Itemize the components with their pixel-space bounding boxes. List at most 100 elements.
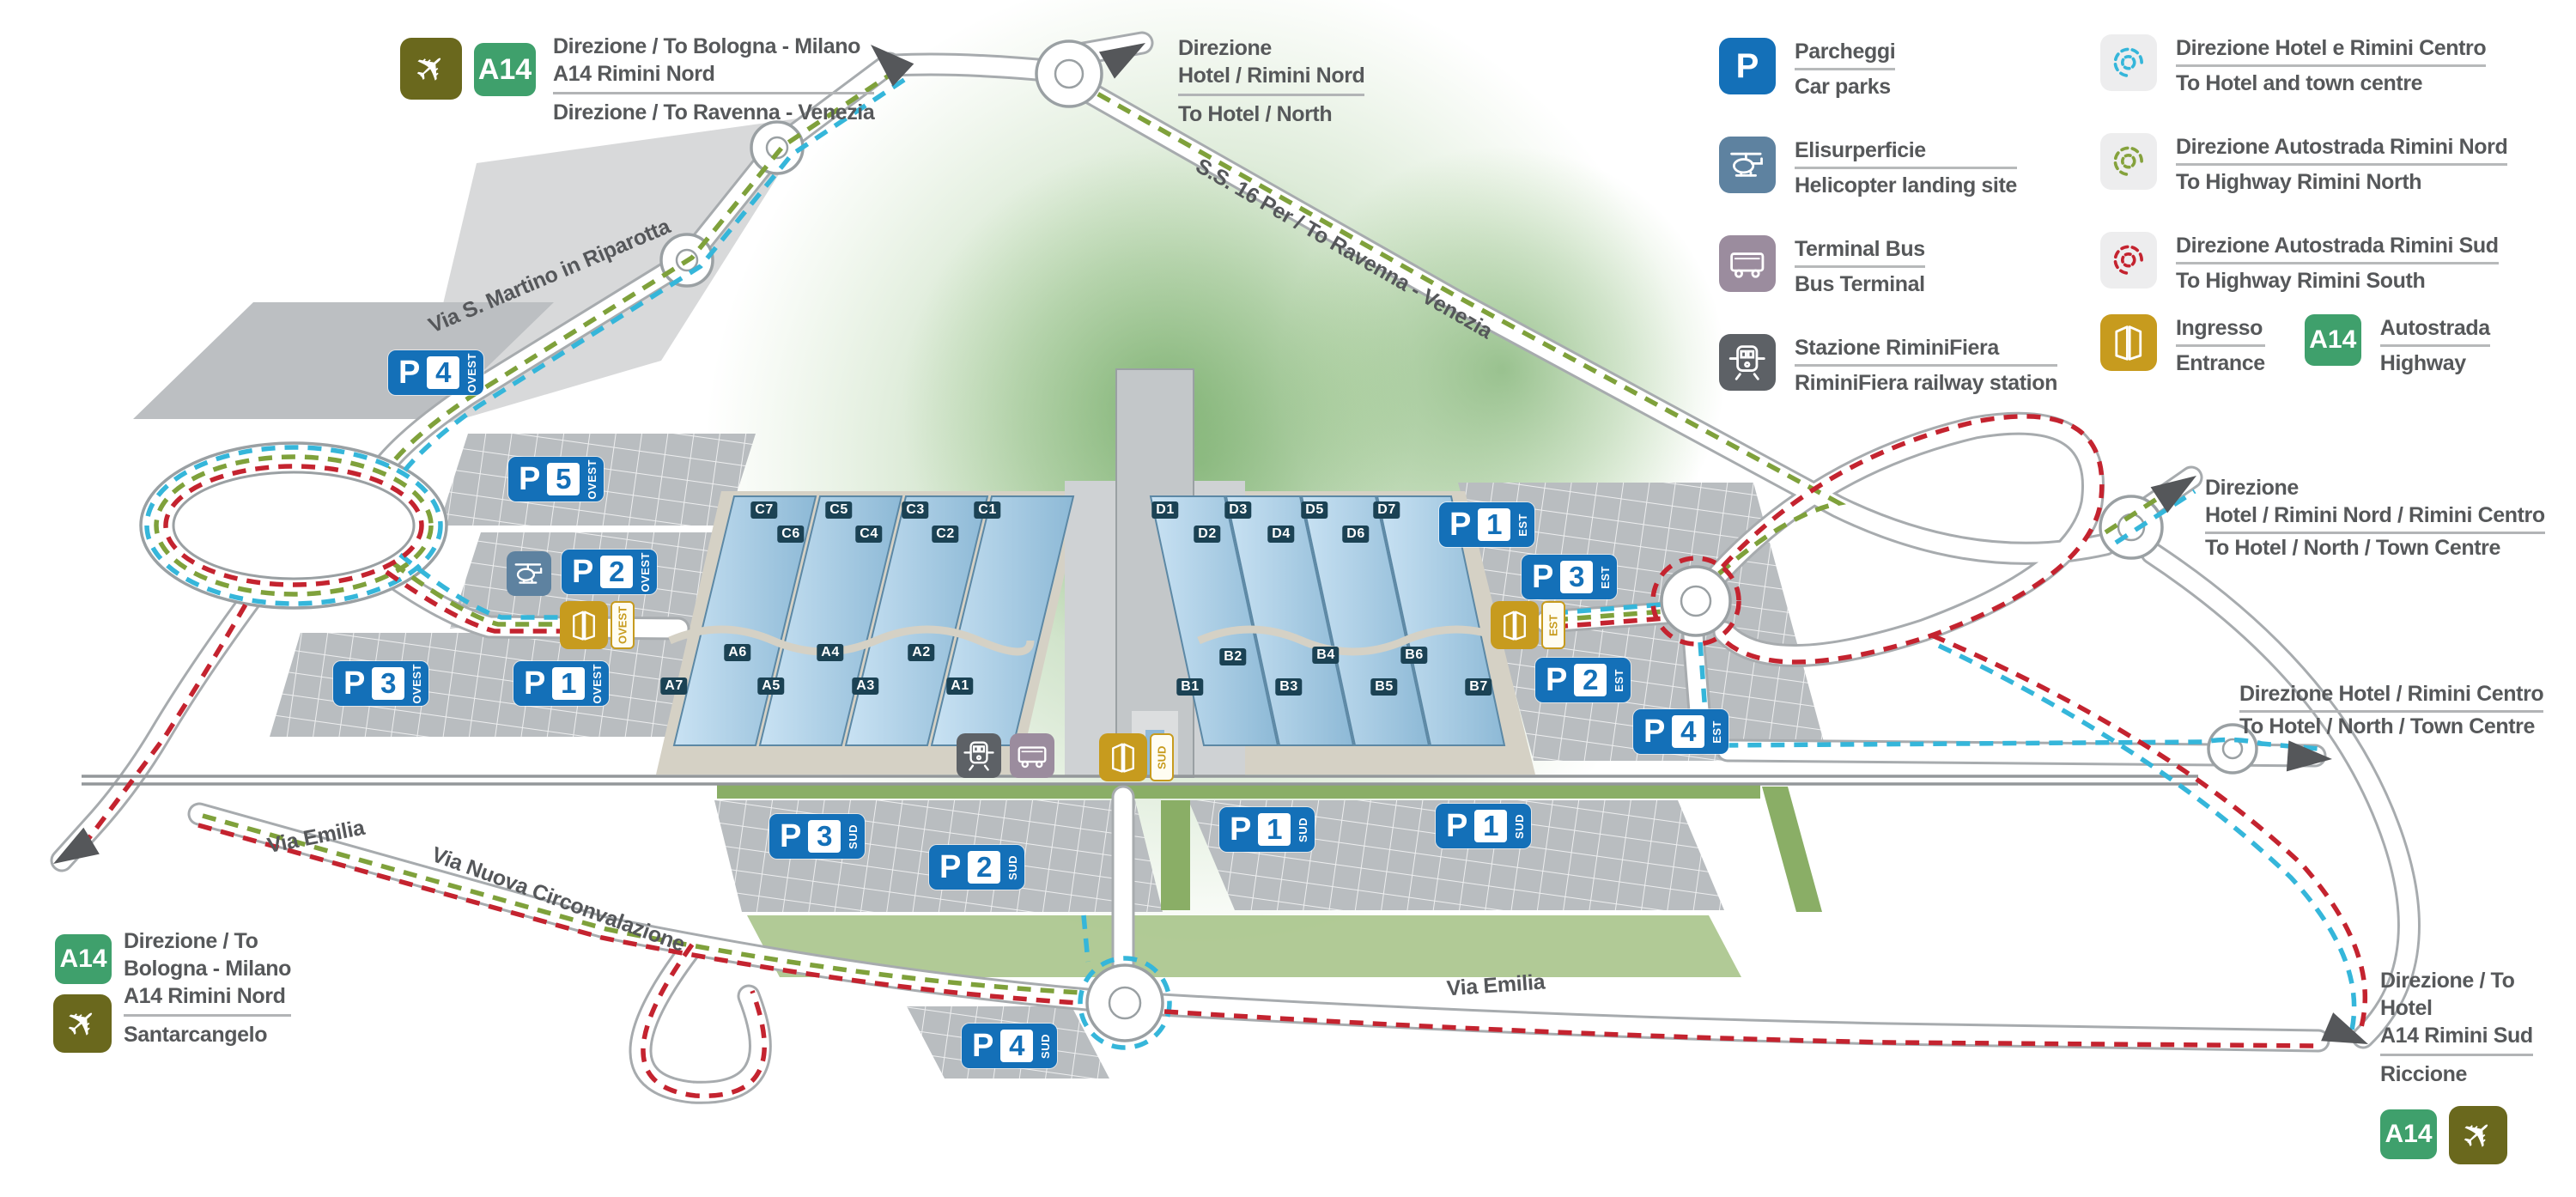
parking-badge: P 4 OVEST [388, 350, 484, 395]
divider [1178, 94, 1365, 96]
hall-label: B6 [1400, 647, 1428, 664]
a14-badge: A14 [55, 934, 112, 984]
parking-p-letter: P [398, 355, 421, 391]
spiral-icon [2100, 232, 2157, 289]
hall-label: D5 [1301, 501, 1328, 519]
sign-line: Direzione [2205, 476, 2299, 500]
legend-item-entrance: Ingresso Entrance [2100, 314, 2265, 377]
hall-label: A6 [724, 644, 751, 661]
sign-southeast: Direzione / To Hotel A14 Rimini Sud Ricc… [2380, 967, 2533, 1088]
roundabouts-layer [139, 39, 2258, 1042]
sign-line: To Hotel / North / Town Centre [2205, 536, 2500, 560]
parking-p-letter: P [972, 1028, 994, 1064]
sign-line: Direzione / To Ravenna - Venezia [553, 100, 875, 125]
hall-label: A4 [817, 644, 844, 661]
parking-p-letter: P [1449, 507, 1472, 543]
parking-badge: P 1 SUD [1219, 807, 1315, 852]
parking-number: 2 [968, 851, 1001, 884]
train-icon [1719, 334, 1776, 391]
legend-title: Direzione Autostrada Rimini Nord [2176, 133, 2508, 166]
parking-zone-label: EST [1516, 513, 1530, 537]
hall-label: A5 [757, 677, 785, 695]
sign-line: Direzione Hotel / Rimini Centro [2239, 680, 2544, 713]
a14-badge: A14 [2304, 314, 2361, 366]
spiral-icon [2100, 133, 2157, 190]
sign-line: To Hotel / North [1178, 102, 1333, 126]
legend-title: Terminal Bus [1795, 235, 1925, 268]
legend-item: Direzione Autostrada Rimini Sud To Highw… [2100, 232, 2507, 295]
parking-number: 1 [552, 667, 586, 700]
parking-number: 4 [427, 356, 460, 389]
legend-title: Stazione RiminiFiera [1795, 334, 2057, 367]
divider [2380, 1054, 2533, 1056]
hall-label: B2 [1219, 648, 1247, 665]
parking-p-letter: P [519, 461, 541, 497]
sign-north: Direzione Hotel / Rimini Nord To Hotel /… [1178, 34, 1365, 128]
legend-title: Parcheggi [1795, 38, 1896, 70]
legend-item: Direzione Hotel e Rimini Centro To Hotel… [2100, 34, 2507, 97]
sign-northeast: Direzione Hotel / Rimini Nord / Rimini C… [2205, 474, 2545, 562]
bus-icon [1010, 733, 1054, 778]
entrance-marker: SUD [1099, 733, 1174, 781]
sign-line: Direzione / To [124, 929, 258, 953]
airplane-icon: ✈ [2449, 1106, 2507, 1164]
entrance-icon [1099, 733, 1147, 781]
sign-line: Bologna - Milano [124, 957, 291, 981]
entrance-icon [1491, 601, 1539, 649]
parking-zone-label: OVEST [586, 459, 599, 500]
hall-label: C5 [825, 501, 853, 519]
legend-item: Terminal Bus Bus Terminal [1719, 235, 2057, 298]
sign-southwest: Direzione / To Bologna - Milano A14 Rimi… [124, 927, 291, 1048]
parking-badge: P 4 SUD [962, 1024, 1058, 1068]
hedges-layer [717, 785, 1822, 977]
parking-number: 2 [600, 556, 634, 588]
parking-p-letter: P [1446, 808, 1468, 844]
parking-badge: P 3 OVEST [333, 661, 429, 706]
parking-badge: P 2 SUD [929, 845, 1025, 890]
entrance-marker: OVEST [560, 601, 635, 649]
sign-line: Direzione / To Bologna - Milano [553, 34, 860, 58]
parking-number: 1 [1258, 813, 1291, 846]
parking-zone-label: SUD [1006, 854, 1020, 880]
sign-line: Direzione / To [2380, 969, 2515, 993]
parking-zone-label: OVEST [639, 551, 653, 592]
parking-p-letter: P [939, 849, 962, 885]
hall-label: A7 [660, 677, 688, 695]
parking-number: 2 [1574, 664, 1607, 696]
legend-title: Ingresso [2176, 314, 2265, 347]
hall-label: B7 [1465, 678, 1492, 696]
parking-badge: P 1 EST [1439, 502, 1535, 547]
legend-item: Stazione RiminiFiera RiminiFiera railway… [1719, 334, 2057, 397]
parking-zone-label: EST [1599, 565, 1613, 589]
sign-line: A14 Rimini Nord [553, 62, 715, 86]
parking-badge: P 5 OVEST [508, 457, 605, 501]
entrance-icon [2100, 314, 2157, 371]
legend-subtitle: Car parks [1795, 75, 1891, 99]
legend-title: Autostrada [2379, 314, 2490, 347]
legend-subtitle: To Hotel and town centre [2176, 71, 2423, 95]
parking-p-letter: P [572, 554, 594, 590]
legend-title: Elisurperficie [1795, 137, 2017, 169]
parking-badge: P 3 EST [1522, 555, 1618, 599]
parking-badge: P 2 EST [1535, 658, 1631, 702]
heli-icon [1719, 137, 1776, 193]
sign-line: Riccione [2380, 1062, 2467, 1086]
parking-p-letter: P [1230, 811, 1252, 848]
sign-line: Hotel / Rimini Nord [1178, 64, 1365, 88]
sign-line: Direzione [1178, 36, 1272, 60]
parking-zone-label: EST [1613, 668, 1626, 692]
parking-badge: P 3 SUD [769, 814, 866, 859]
hall-label: B5 [1370, 678, 1398, 696]
parking-zone-label: SUD [1039, 1033, 1053, 1059]
legend-column-1: P Parcheggi Car parks Elisurperficie Hel… [1719, 38, 2057, 397]
airplane-icon: ✈ [400, 38, 462, 100]
parking-zone-label: OVEST [591, 663, 605, 704]
parking-zone-label: EST [1710, 720, 1724, 744]
hall-label: D2 [1194, 526, 1221, 543]
hall-label: A1 [946, 677, 974, 695]
parking-zone-label: OVEST [410, 663, 424, 704]
hall-label: D4 [1267, 526, 1295, 543]
parking-zone-label: SUD [847, 823, 860, 849]
hall-label: C2 [932, 526, 959, 543]
